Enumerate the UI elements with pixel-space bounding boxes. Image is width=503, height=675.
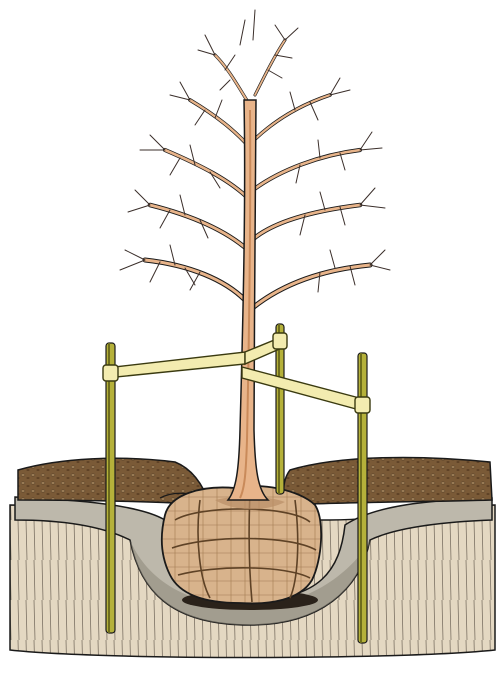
crossing-tie-straps [103,333,370,413]
tie-knot-right [355,397,370,413]
tree-branches [145,40,370,310]
tie-left [106,352,245,378]
tie-knot-center [273,333,287,349]
burlap-root-ball [162,486,321,610]
stake-left [106,343,115,633]
tie-knot-left [103,365,118,381]
bare-tree [120,10,390,500]
tie-right [242,367,367,412]
